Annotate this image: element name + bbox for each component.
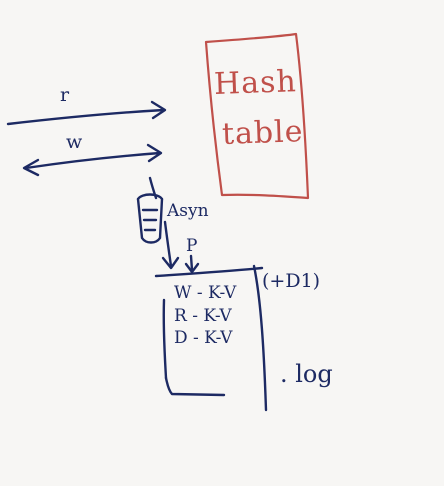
write-arrow xyxy=(22,143,163,177)
write-to-queue-connector xyxy=(148,176,158,200)
async-queue-label: Asyn xyxy=(167,201,209,221)
hash-table-box xyxy=(204,32,310,200)
hash-table-label-line2: table xyxy=(221,114,305,152)
log-entry: R - K-V xyxy=(174,306,232,326)
read-arrow xyxy=(6,100,167,126)
log-side-note: (+D1) xyxy=(262,270,321,292)
write-arrow-label: w xyxy=(66,131,83,153)
pointer-label: P xyxy=(186,236,198,256)
pointer-arrow xyxy=(184,254,200,274)
read-arrow-label: r xyxy=(60,84,70,106)
queue-to-log-arrow xyxy=(161,220,180,270)
log-box xyxy=(154,264,268,412)
log-caption: . log xyxy=(280,360,333,388)
async-queue-icon xyxy=(136,193,164,244)
log-entry: W - K-V xyxy=(174,283,237,303)
hash-table-label-line1: Hash xyxy=(213,64,298,102)
log-entry: D - K-V xyxy=(174,328,233,348)
